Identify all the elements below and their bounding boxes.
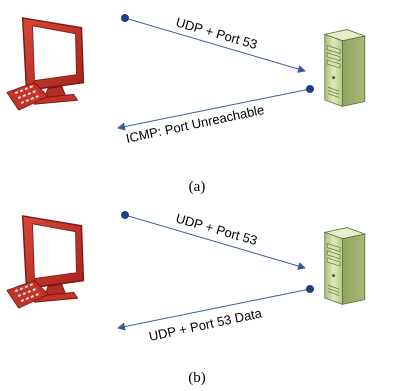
server-tower-icon [324,227,366,305]
request-arrow [121,211,306,270]
response-label: UDP + Port 53 Data [148,305,264,344]
request-origin-dot [121,211,129,219]
caption-a: (a) [189,179,206,195]
response-arrow [117,285,314,331]
response-label: ICMP: Port Unreachable [125,102,266,146]
request-arrow [121,14,306,73]
request-origin-dot [121,14,129,22]
panel-b: UDP + Port 53 UDP + Port 53 Data (b) [6,210,366,386]
client-computer-icon [6,215,85,309]
request-label: UDP + Port 53 [174,14,259,52]
panel-a: UDP + Port 53 ICMP: Port Unreachable (a) [6,14,366,195]
server-tower-icon [324,29,366,107]
client-computer-icon [6,17,85,111]
response-arrow [117,85,314,131]
caption-b: (b) [188,370,206,386]
response-origin-dot [306,85,314,93]
response-origin-dot [306,285,314,293]
